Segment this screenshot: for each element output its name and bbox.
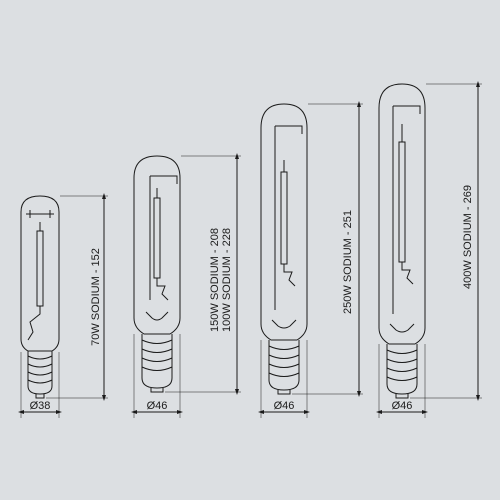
- lamp-2-arc-tube: [153, 197, 161, 279]
- lamp-4-bulb: [378, 83, 426, 345]
- lamp-3-screw-base: [268, 340, 300, 395]
- lamp-4-frame-wire: [389, 105, 421, 333]
- lamp-4-diameter-label: Ø46: [392, 400, 413, 412]
- lamp-1-drawing: [18, 193, 108, 418]
- lamp-2-rating-label-2: 100W SODIUM - 228: [221, 228, 233, 332]
- lamp-1-screw-base: [27, 351, 53, 399]
- lamp-2-drawing: [131, 153, 241, 418]
- lamp-1-arc-tube: [36, 230, 44, 307]
- lamp-4-rating-label: 400W SODIUM - 269: [462, 185, 474, 289]
- lamp-2-bulb: [133, 155, 181, 335]
- lamp-3-frame-wire: [271, 125, 303, 329]
- lamp-3-arc-tube: [280, 171, 288, 265]
- lamp-3-bulb: [260, 103, 308, 341]
- lamp-1-frame-wire: [26, 210, 54, 341]
- lamp-1-diameter-label: Ø38: [30, 400, 51, 412]
- lamp-4-arc-tube: [398, 141, 406, 263]
- lamp-4-drawing: [376, 81, 482, 418]
- lamp-2-frame-wire: [145, 175, 178, 321]
- lamp-1-rating-label: 70W SODIUM - 152: [90, 248, 102, 346]
- lamp-2-screw-base: [141, 334, 173, 393]
- lamp-3-diameter-label: Ø46: [274, 400, 295, 412]
- lamp-4-screw-base: [386, 344, 418, 399]
- lamp-2-diameter-label: Ø46: [147, 400, 168, 412]
- lamp-1-bulb: [20, 195, 60, 352]
- lamp-2-rating-label-1: 150W SODIUM - 208: [209, 228, 221, 332]
- lamp-3-rating-label: 250W SODIUM - 251: [342, 210, 354, 314]
- lamp-3-drawing: [258, 101, 363, 418]
